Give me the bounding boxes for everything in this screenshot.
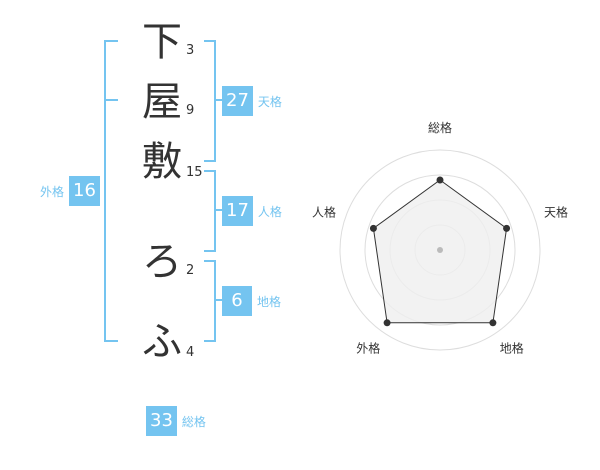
name-char-3: 敷 (142, 139, 182, 185)
stroke-count-2: 9 (186, 103, 195, 118)
jinkaku-badge: 17 人格 (222, 196, 282, 226)
radar-ring (364, 174, 516, 326)
stroke-count-4: 2 (186, 263, 195, 278)
stroke-count-3: 15 (186, 165, 203, 180)
radar-center-dot (437, 247, 443, 253)
radar-point-3 (489, 319, 497, 327)
chikaku-bracket (204, 260, 216, 342)
tenkaku-value: 27 (222, 86, 253, 116)
name-char-2: 屋 (142, 79, 182, 125)
name-char-5: ふ (142, 319, 182, 365)
tenkaku-label: 天格 (257, 94, 282, 109)
gaikaku-label: 外格 (40, 184, 65, 199)
gaikaku-value: 16 (69, 176, 100, 206)
chikaku-value: 6 (222, 286, 252, 316)
soukaku-value: 33 (146, 406, 177, 436)
soukaku-label: 総格 (181, 414, 206, 429)
name-char-1: 下 (142, 19, 182, 65)
tenkaku-bracket (204, 40, 216, 162)
soukaku-badge: 33 総格 (146, 406, 206, 436)
radar-axis-label-1: 総格 (428, 120, 452, 135)
radar-point-5 (369, 224, 377, 232)
chikaku-bracket-connector (214, 299, 222, 301)
jinkaku-bracket-connector (214, 209, 222, 211)
jinkaku-label: 人格 (257, 204, 282, 219)
radar-point-4 (383, 319, 391, 327)
radar-axis-label-4: 外格 (356, 341, 380, 356)
gaikaku-bracket (104, 40, 118, 342)
bracket-tick (104, 99, 118, 101)
gaikaku-badge: 外格 16 (40, 176, 100, 206)
jinkaku-value: 17 (222, 196, 253, 226)
radar-axis-label-3: 地格 (500, 341, 524, 356)
chikaku-badge: 6 地格 (222, 286, 281, 316)
tenkaku-bracket-connector (214, 99, 222, 101)
radar-point-1 (436, 176, 444, 184)
radar-point-2 (503, 224, 511, 232)
tenkaku-badge: 27 天格 (222, 86, 282, 116)
chikaku-label: 地格 (257, 294, 282, 309)
radar-axis-label-2: 天格 (544, 204, 568, 219)
radar-ring (339, 149, 541, 351)
stroke-count-5: 4 (186, 345, 195, 360)
jinkaku-bracket (204, 170, 216, 252)
radar-axis-label-5: 人格 (312, 204, 336, 219)
name-char-4: ろ (142, 239, 182, 285)
stroke-count-1: 3 (186, 43, 195, 58)
